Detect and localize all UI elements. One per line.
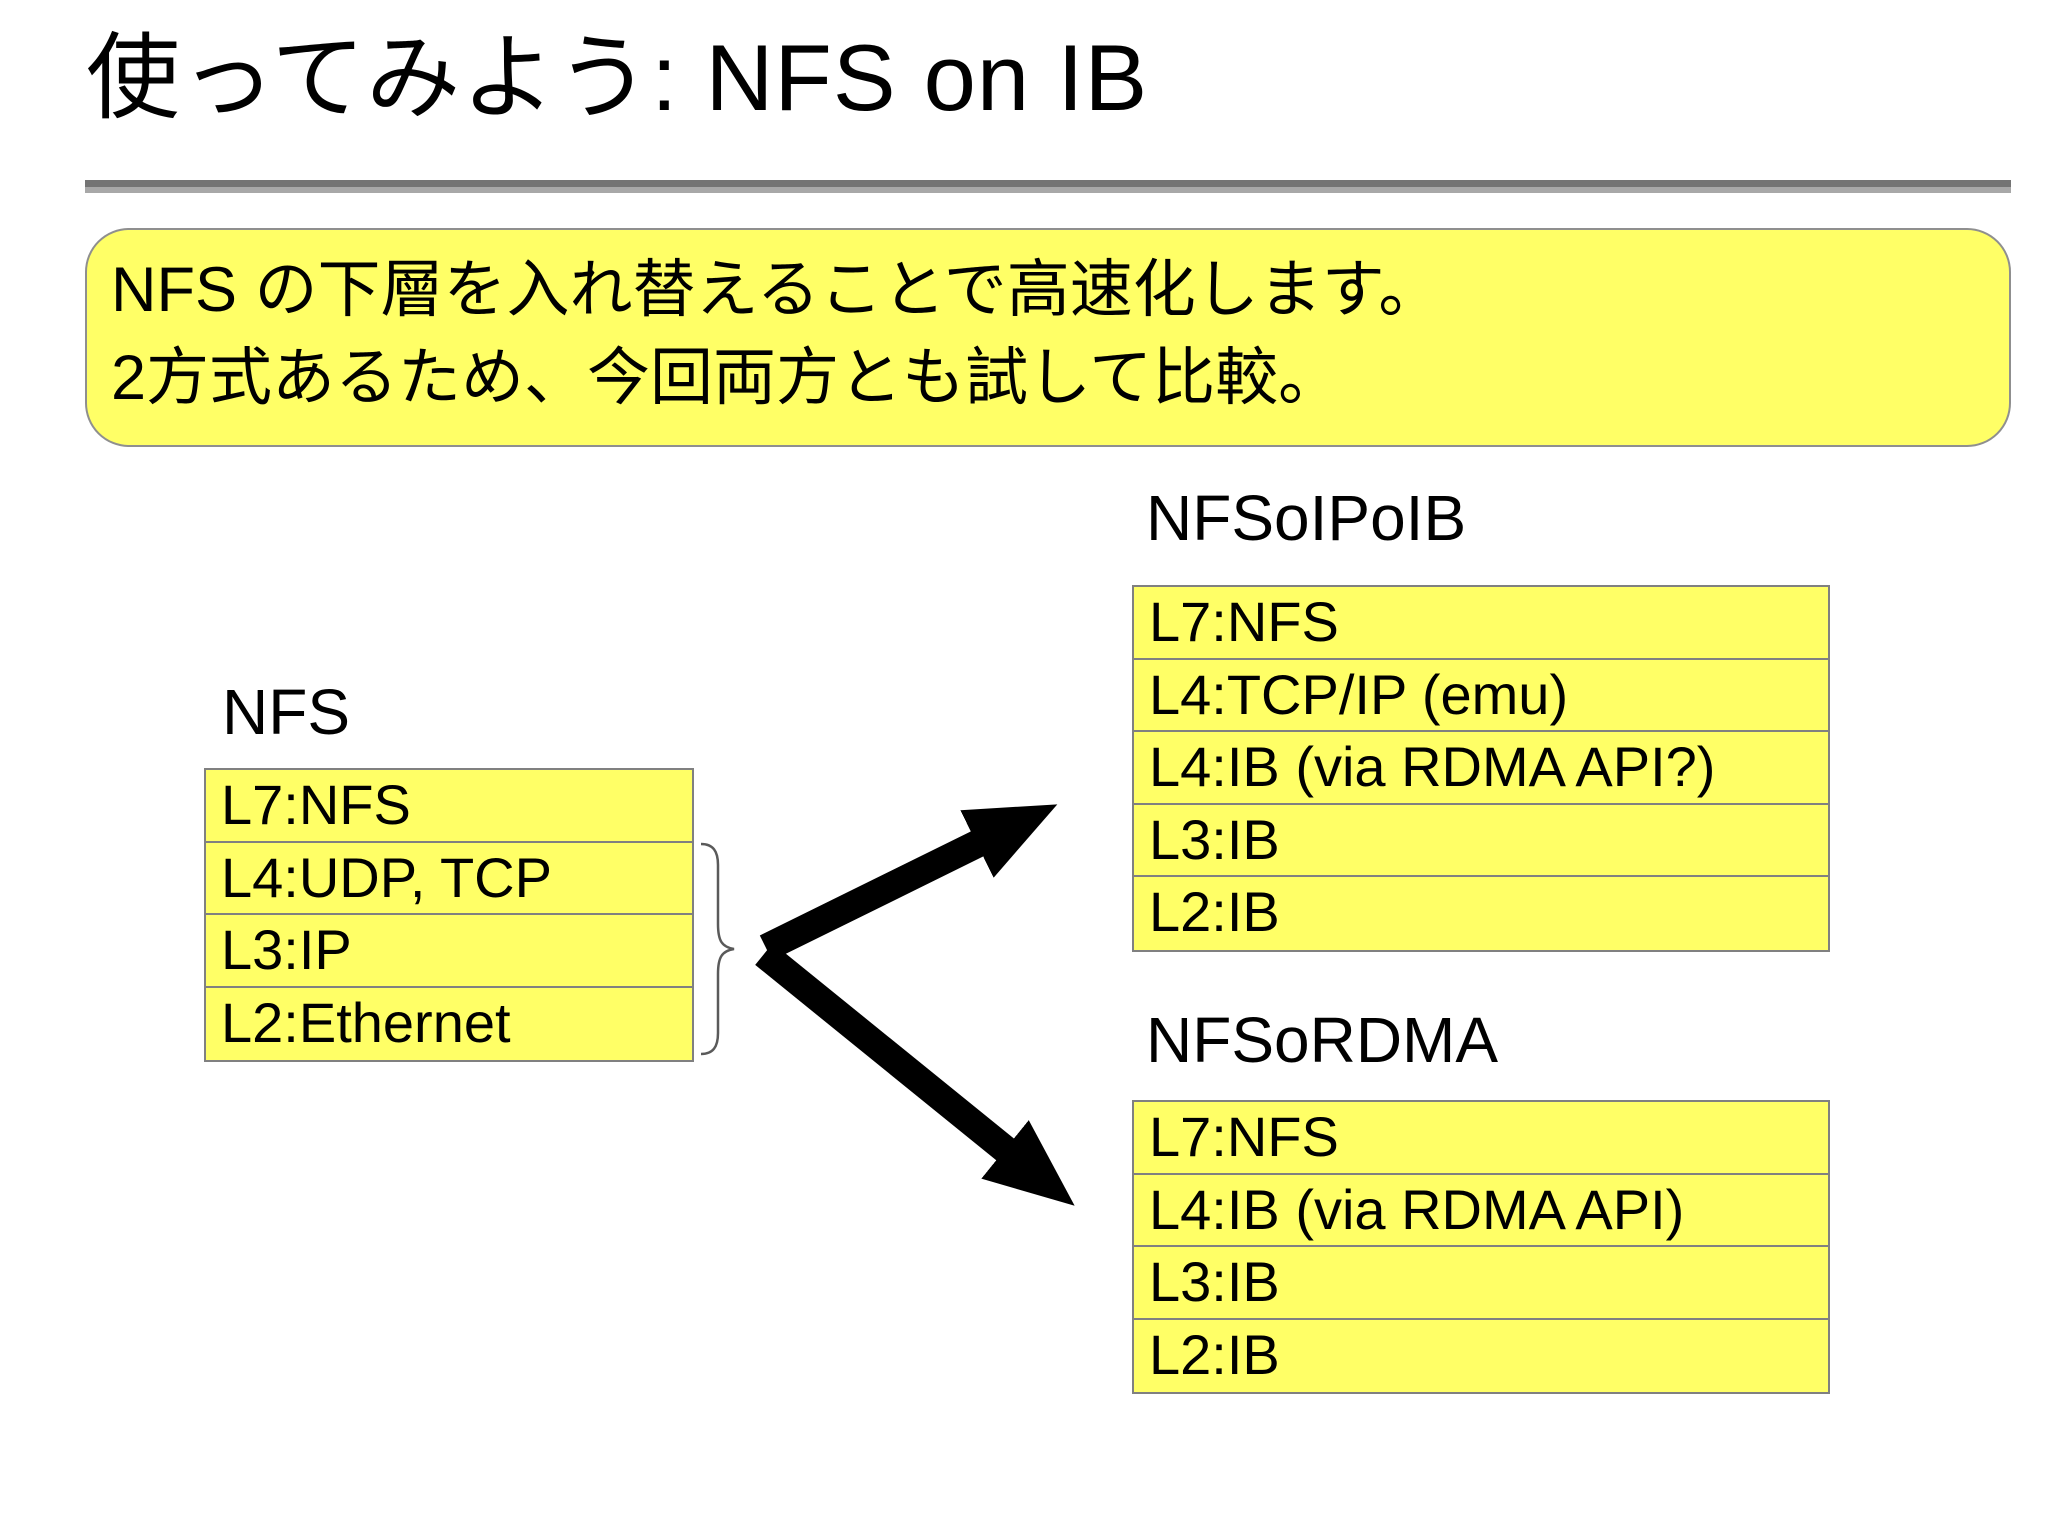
summary-line-1: NFS の下層を入れ替えることで高速化します。 xyxy=(111,255,1442,325)
stack-row: L7:NFS xyxy=(206,770,692,843)
nfs-stack-label: NFS xyxy=(222,676,350,748)
summary-line-2: 2方式あるため、今回両方とも試して比較。 xyxy=(111,343,1342,413)
stack-row: L2:IB xyxy=(1149,880,1280,943)
stack-row: L3:IB xyxy=(1134,805,1828,877)
curly-brace-icon xyxy=(700,842,735,1056)
page-title: 使ってみよう: NFS on IB xyxy=(86,25,1149,130)
title-underline xyxy=(85,180,2011,193)
stack-row: L3:IB xyxy=(1134,1247,1828,1320)
summary-callout: NFS の下層を入れ替えることで高速化します。 2方式あるため、今回両方とも試し… xyxy=(85,228,2011,447)
stack-row: L7:NFS xyxy=(1134,587,1828,660)
nfsoipoib-stack: L7:NFS L4:TCP/IP (emu) L4:IB (via RDMA A… xyxy=(1132,585,1830,952)
stack-row: L2:Ethernet xyxy=(221,990,511,1054)
stack-row: L7:NFS xyxy=(1134,1102,1828,1175)
stack-row: L4:UDP, TCP xyxy=(206,843,692,915)
nfsoipoib-stack-label: NFSoIPoIB xyxy=(1146,482,1467,554)
arrow-to-nfsoipoib-icon xyxy=(759,804,1058,961)
stack-row: L3:IP xyxy=(206,915,692,988)
stack-row: L4:IB (via RDMA API) xyxy=(1134,1175,1828,1247)
nfsordma-stack-label: NFSoRDMA xyxy=(1146,1004,1499,1076)
arrow-to-nfsordma-icon xyxy=(755,943,1075,1206)
stack-row: L2:IB xyxy=(1149,1322,1280,1386)
stack-row: L4:TCP/IP (emu) xyxy=(1134,660,1828,732)
nfsordma-stack: L7:NFS L4:IB (via RDMA API) L3:IB L2:IB xyxy=(1132,1100,1830,1394)
nfs-stack: L7:NFS L4:UDP, TCP L3:IP L2:Ethernet xyxy=(204,768,694,1062)
stack-row: L4:IB (via RDMA API?) xyxy=(1134,732,1828,805)
